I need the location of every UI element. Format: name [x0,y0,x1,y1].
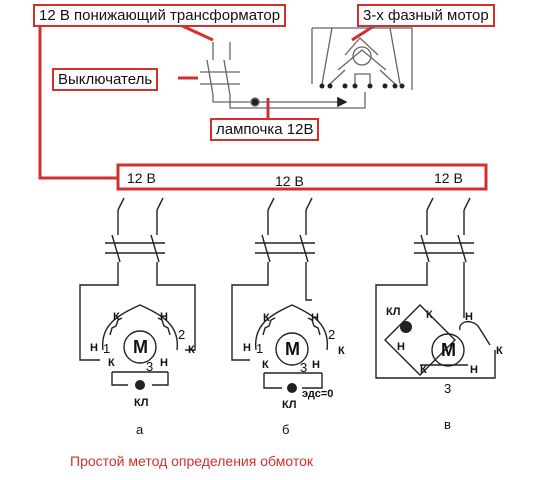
voltage-label-b: 12 В [275,173,304,189]
lamp-v [400,321,412,333]
winding-number-a3: 3 [146,359,154,374]
terminal-n-b1: Н [311,312,319,324]
terminal-n-v3: Н [470,364,478,376]
caption-v: в [444,417,451,432]
lamp-label-a: КЛ [134,397,149,409]
terminal-k-a1: К [113,311,120,323]
terminal-k-a3: К [108,357,115,369]
terminal-n-b2: Н [243,342,251,354]
winding-number-b3: 3 [300,360,308,375]
terminal-n-b3: Н [312,359,320,371]
lamp-label-b: КЛ [282,399,297,411]
winding-number-b1: 1 [256,341,264,356]
terminal-k-b3: К [262,359,269,371]
emf-zero-note: эдс=0 [302,388,334,400]
terminal-k-v3: К [420,364,427,376]
winding-number-v3: 3 [444,381,452,396]
terminal-k-v1: К [426,309,433,321]
motor-symbol-a: M [133,337,148,357]
lamp-b [287,383,297,393]
caption-a: а [136,422,144,437]
terminal-k-b1: К [263,312,270,324]
motor-terminals [319,83,405,89]
terminal-k-a2: К [188,344,195,356]
terminal-n-a3: Н [160,357,168,369]
voltage-label-a: 12 В [127,170,156,186]
switch-label: Выключатель [52,68,159,91]
circuit-v [375,197,496,379]
callout-connectors [38,16,375,180]
terminal-n-v2: Н [397,341,405,353]
terminal-n-a2: Н [90,342,98,354]
circuit-a [79,197,196,386]
voltage-banner [116,163,488,191]
terminal-k-v2: К [496,345,503,357]
winding-number-a2: 2 [178,327,186,342]
circuit-b [231,197,329,389]
motor-symbol-v: M [441,340,456,360]
top-schematic [200,27,413,109]
winding-number-b2: 2 [328,327,336,342]
motor-symbol-b: M [285,339,300,359]
lamp-label: лампочка 12В [210,118,320,141]
transformer-label: 12 В понижающий трансформатор [33,4,287,27]
winding-number-a1: 1 [103,341,111,356]
lamp-label-v: КЛ [386,306,401,318]
terminal-k-b2: К [338,345,345,357]
lamp-a [135,380,145,390]
figure-caption: Простой метод определения обмоток [70,453,313,469]
caption-b: б [282,422,290,437]
terminal-n-v1: Н [465,311,473,323]
terminal-n-a1: Н [160,311,168,323]
voltage-label-v: 12 В [434,170,463,186]
motor-label: 3-х фазный мотор [357,4,495,27]
